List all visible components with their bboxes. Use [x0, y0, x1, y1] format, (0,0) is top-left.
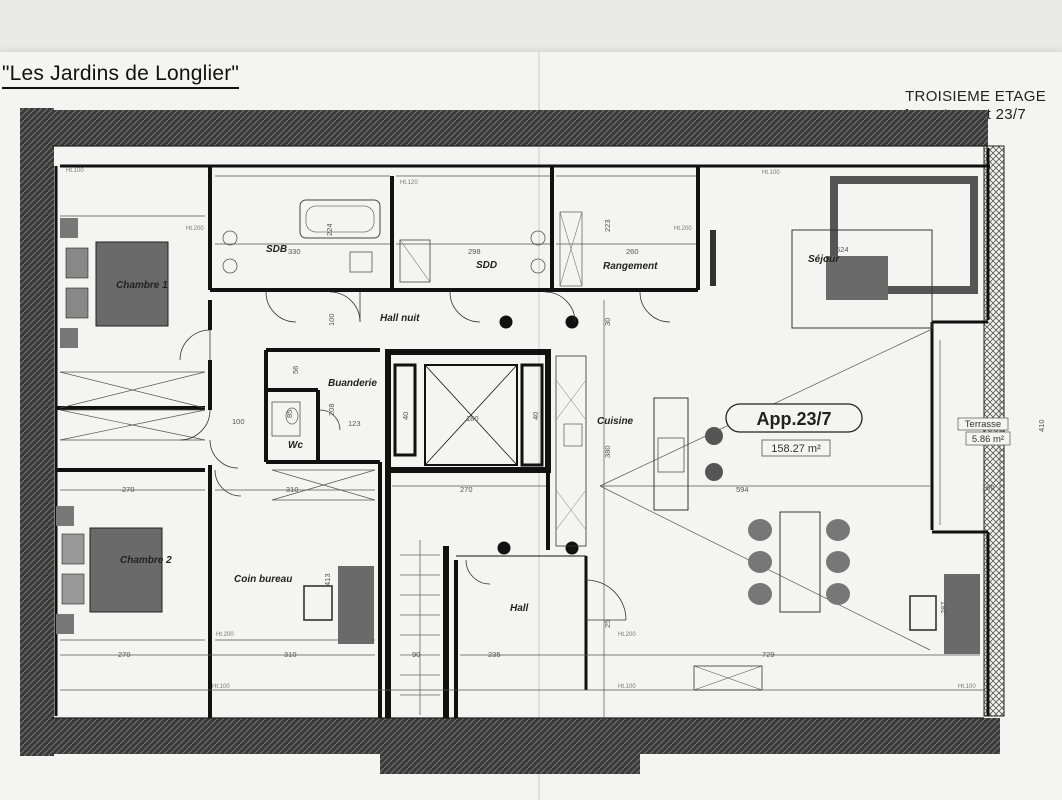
svg-text:270: 270 — [122, 485, 135, 494]
core — [385, 315, 588, 718]
svg-text:330: 330 — [288, 247, 301, 256]
svg-text:298: 298 — [468, 247, 481, 256]
svg-text:90: 90 — [412, 650, 420, 659]
svg-text:594: 594 — [736, 485, 749, 494]
floor-label: TROISIEME ETAGE — [905, 88, 1046, 105]
svg-text:410: 410 — [1037, 419, 1046, 432]
svg-text:180: 180 — [466, 414, 479, 423]
doors — [179, 291, 671, 621]
roof-edge — [20, 108, 1005, 774]
room-labels: Chambre 1 Chambre 2 SDB SDD Rangement Sé… — [116, 244, 840, 614]
svg-text:Ht.100: Ht.100 — [618, 684, 636, 690]
stairs — [400, 540, 440, 715]
svg-text:85: 85 — [285, 410, 294, 418]
apartment-area: 158.27 m² — [771, 443, 821, 455]
room-chambre-1: Chambre 1 — [116, 280, 168, 291]
svg-text:524: 524 — [836, 245, 849, 254]
svg-text:260: 260 — [626, 247, 639, 256]
svg-text:413: 413 — [323, 573, 332, 586]
interior-walls — [56, 166, 700, 718]
svg-text:25: 25 — [603, 620, 612, 628]
dimension-labels: 330 224 298 260 223 524 100 123 208 56 1… — [118, 219, 1046, 659]
svg-text:Ht.120: Ht.120 — [400, 180, 418, 186]
svg-text:Ht.100: Ht.100 — [762, 170, 780, 176]
room-wc: Wc — [288, 440, 303, 451]
terrace-name: Terrasse — [965, 419, 1001, 430]
svg-text:270: 270 — [460, 485, 473, 494]
apartment-badge: App.23/7 158.27 m² — [725, 403, 863, 457]
svg-text:Ht.100: Ht.100 — [212, 684, 230, 690]
svg-text:310: 310 — [286, 485, 299, 494]
svg-text:160: 160 — [982, 483, 995, 492]
svg-text:123: 123 — [348, 419, 361, 428]
furniture — [56, 176, 980, 691]
svg-text:56: 56 — [291, 366, 300, 374]
svg-text:Ht.200: Ht.200 — [186, 226, 204, 232]
svg-text:Ht.100: Ht.100 — [66, 168, 84, 174]
room-sdb: SDB — [266, 244, 287, 255]
svg-text:Ht.100: Ht.100 — [958, 684, 976, 690]
room-rangement: Rangement — [603, 261, 658, 272]
room-hall-nuit: Hall nuit — [380, 313, 420, 324]
apartment-name: App.23/7 — [756, 409, 831, 429]
svg-text:40: 40 — [531, 412, 540, 420]
room-sejour: Séjour — [808, 254, 840, 265]
svg-text:Ht.200: Ht.200 — [216, 632, 234, 638]
room-buanderie: Buanderie — [328, 378, 377, 389]
svg-text:223: 223 — [603, 219, 612, 232]
svg-text:100: 100 — [232, 417, 245, 426]
svg-text:310: 310 — [284, 650, 297, 659]
svg-text:Ht.200: Ht.200 — [674, 226, 692, 232]
svg-text:40: 40 — [401, 412, 410, 420]
svg-text:100: 100 — [327, 313, 336, 326]
svg-text:287: 287 — [939, 601, 948, 614]
svg-text:224: 224 — [325, 223, 334, 236]
terrace-label: Terrasse 5.86 m² — [957, 417, 1011, 446]
svg-text:208: 208 — [327, 403, 336, 416]
svg-text:380: 380 — [603, 445, 612, 458]
room-hall: Hall — [510, 603, 529, 614]
room-sdd: SDD — [476, 260, 497, 271]
svg-text:270: 270 — [118, 650, 131, 659]
room-coin-bureau: Coin bureau — [234, 574, 292, 585]
svg-text:729: 729 — [762, 650, 775, 659]
terrace-area: 5.86 m² — [972, 434, 1004, 445]
svg-text:235: 235 — [488, 650, 501, 659]
room-cuisine: Cuisine — [597, 416, 634, 427]
project-title: "Les Jardins de Longlier" — [2, 62, 240, 89]
paper-fold — [538, 52, 540, 800]
room-chambre-2: Chambre 2 — [120, 555, 172, 566]
height-labels: Ht.100 Ht.200 Ht.120 Ht.100 Ht.200 Ht.20… — [66, 168, 976, 690]
svg-text:Ht.200: Ht.200 — [618, 632, 636, 638]
svg-text:30: 30 — [603, 318, 612, 326]
